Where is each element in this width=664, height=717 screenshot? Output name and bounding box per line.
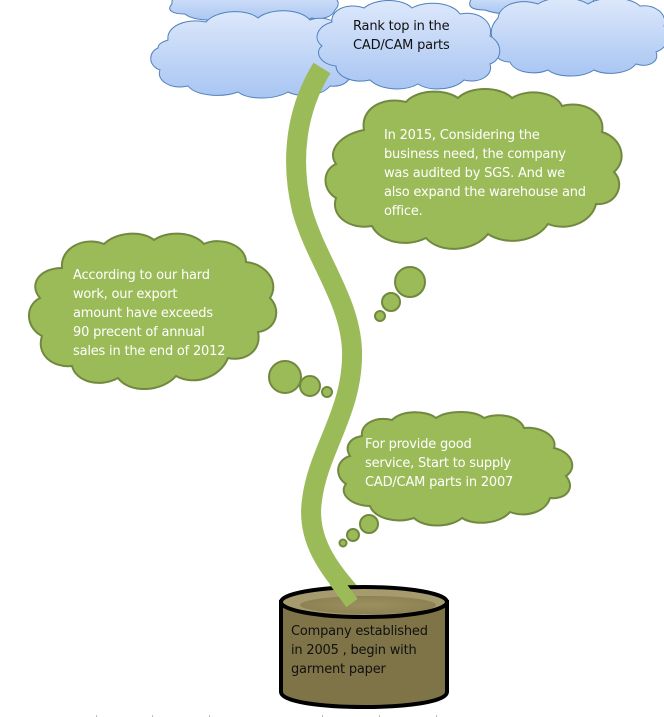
blue-cloud-right [490, 0, 664, 77]
milestone-2012-label: According to our hard work, our export a… [73, 268, 226, 359]
pot-soil [300, 596, 436, 614]
thought-bubble-medium [381, 292, 401, 312]
milestone-2007-label: For provide good service, Start to suppl… [365, 437, 514, 490]
thought-bubble-large [268, 360, 302, 394]
blue-cloud-left [150, 10, 355, 99]
green-cloud-2007 [337, 411, 574, 548]
top-cloud-label: Rank top in the CAD/CAM parts [353, 19, 450, 53]
thought-bubble-large [359, 514, 379, 534]
ruler-tick [96, 715, 97, 717]
thought-bubble-medium [299, 375, 321, 397]
thought-bubble-large [394, 266, 426, 298]
thought-bubble-small [338, 538, 348, 548]
green-cloud-2015 [324, 88, 623, 322]
green-cloud-2012 [28, 232, 333, 398]
pot-body [279, 600, 449, 709]
ruler-tick [209, 715, 210, 717]
pot [279, 575, 449, 709]
ruler-tick [379, 715, 380, 717]
milestone-2015-label: In 2015, Considering the business need, … [384, 128, 586, 219]
thought-bubble-small [321, 386, 333, 398]
thought-bubble-small [374, 310, 386, 322]
plant-stem [286, 62, 363, 602]
ruler-tick [152, 715, 153, 717]
thought-bubble-medium [346, 528, 360, 542]
ruler-tick [322, 715, 323, 717]
blue-cloud-center [316, 0, 501, 90]
milestone-2005-label: Company established in 2005 , begin with… [291, 624, 428, 677]
ruler-tick [436, 715, 437, 717]
